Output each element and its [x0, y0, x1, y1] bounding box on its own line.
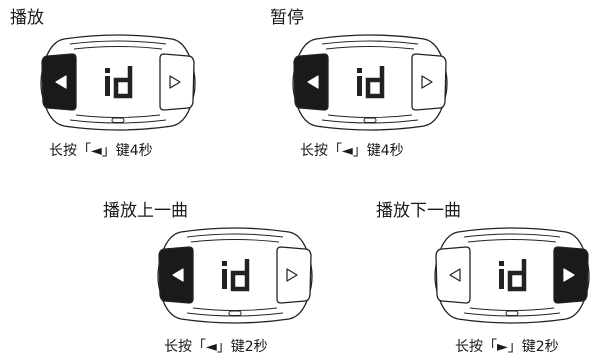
left-triangle-icon: [307, 75, 319, 89]
device-panel-prev: [155, 225, 315, 325]
device-logo: [357, 66, 385, 99]
left-triangle-icon: [55, 75, 67, 89]
left-triangle-icon: [449, 268, 461, 282]
panel-heading-pause: 暂停: [270, 8, 304, 28]
panel-caption-play: 长按「◄」键4秒: [49, 143, 153, 159]
device-logo: [222, 259, 250, 292]
bottom-slot-icon: [505, 310, 519, 316]
panel-caption-next: 长按「►」键2秒: [455, 339, 559, 355]
right-button[interactable]: [411, 53, 447, 111]
left-button[interactable]: [158, 246, 194, 304]
device-logo: [105, 66, 133, 99]
bottom-slot-icon: [228, 310, 242, 316]
right-triangle-icon: [563, 268, 575, 282]
panel-heading-next: 播放下一曲: [376, 201, 461, 221]
left-triangle-icon: [172, 268, 184, 282]
right-button[interactable]: [159, 53, 195, 111]
panel-heading-play: 播放: [10, 8, 44, 28]
device-panel-play: [38, 32, 198, 132]
right-triangle-icon: [421, 75, 433, 89]
bottom-slot-icon: [111, 117, 125, 123]
left-button[interactable]: [293, 53, 329, 111]
right-triangle-icon: [286, 268, 298, 282]
right-button[interactable]: [553, 246, 589, 304]
panel-caption-prev: 长按「◄」键2秒: [164, 339, 268, 355]
panel-heading-prev: 播放上一曲: [103, 201, 188, 221]
device-panel-next: [432, 225, 592, 325]
device-logo: [499, 259, 527, 292]
right-triangle-icon: [169, 75, 181, 89]
bottom-slot-icon: [363, 117, 377, 123]
right-button[interactable]: [276, 246, 312, 304]
left-button[interactable]: [435, 246, 471, 304]
device-panel-pause: [290, 32, 450, 132]
panel-caption-pause: 长按「◄」键4秒: [300, 143, 404, 159]
left-button[interactable]: [41, 53, 77, 111]
